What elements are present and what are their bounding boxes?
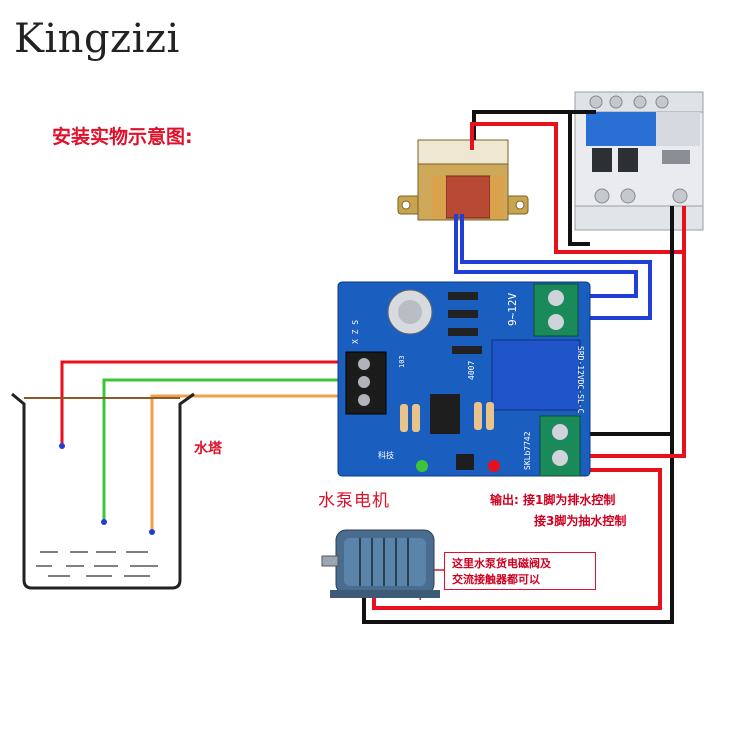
control-board: 9~12V SRD-12VDC-SL-C SKLb7742 X Z S 4007… (337, 281, 591, 477)
circuit-breaker (574, 91, 704, 231)
led-red (488, 460, 500, 472)
probe-tip-orange (149, 529, 155, 535)
pcb-probe-pins: X Z S (351, 320, 360, 344)
led-green (416, 460, 428, 472)
output-pin3-label: 接3脚为抽水控制 (534, 514, 627, 528)
note-line-1: 这里水泵货电磁阀及 (452, 557, 551, 570)
brand-logo: Kingzizi (14, 16, 180, 62)
water-tower-label: 水塔 (194, 441, 222, 457)
wire-red-out (372, 468, 662, 610)
probe-tip-green (101, 519, 107, 525)
pcb-brand-mark: 科技 (378, 450, 394, 460)
note-line-2: 交流接触器都可以 (452, 573, 540, 586)
diagram-title: 安装实物示意图: (52, 126, 193, 148)
pcb-board-id: SKLb7742 (523, 431, 532, 470)
wire-red-mains (470, 122, 686, 254)
pcb-cap-label: 103 (398, 355, 406, 368)
pump-motor-label: 水泵电机 (318, 491, 390, 511)
wire-black-motor (362, 434, 674, 624)
wires (60, 110, 686, 624)
water-tank (11, 392, 195, 590)
wire-red-relay (580, 252, 686, 458)
pcb-chip-label: 4007 (467, 361, 476, 380)
wire-orange-probe (150, 394, 350, 530)
wire-black-mains (568, 110, 596, 246)
pump-motor (321, 529, 440, 598)
relay (491, 339, 581, 411)
motor-note-box (444, 552, 596, 590)
transformer (397, 139, 529, 221)
probe-tip-red (59, 443, 65, 449)
ic-chip (430, 394, 460, 434)
wire-green-probe (102, 378, 350, 522)
wire-red-probe (60, 360, 350, 446)
wire-blue-2 (460, 214, 652, 320)
pcb-relay-model: SRD-12VDC-SL-C (576, 346, 585, 414)
pcb-power-label: 9~12V (506, 293, 519, 326)
output-pin1-label: 输出: 接1脚为排水控制 (490, 493, 616, 507)
wire-blue-1 (454, 214, 638, 298)
